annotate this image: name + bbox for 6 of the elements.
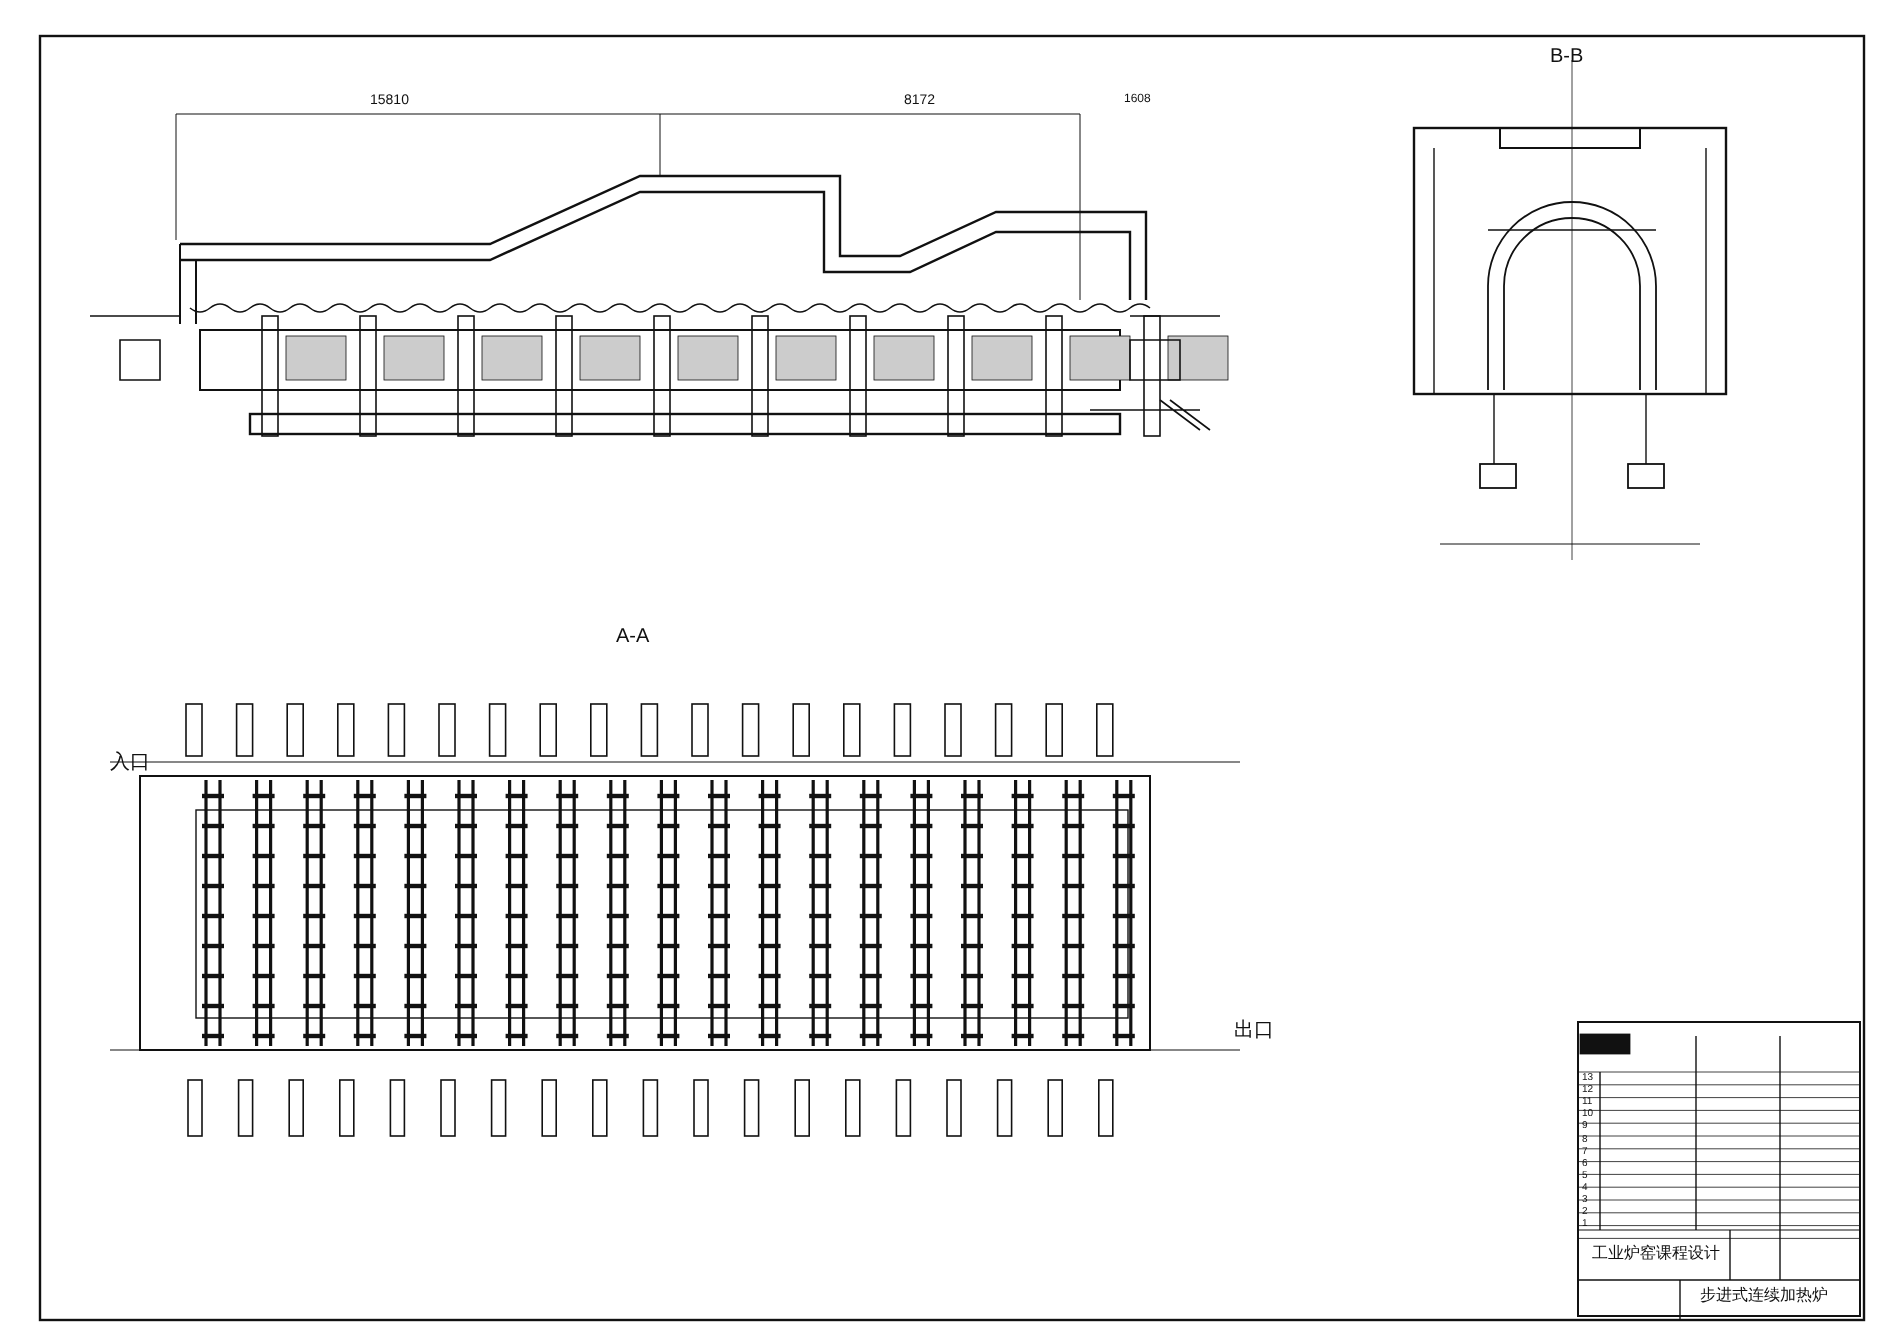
inlet-label: 入口 — [110, 754, 150, 774]
section-title: B-B — [1550, 48, 1584, 68]
section-title: A-A — [616, 628, 650, 648]
project-title: 工业炉窑课程设计 — [1592, 1246, 1720, 1262]
drawing-title: 步进式连续加热炉 — [1700, 1288, 1828, 1304]
outlet-label: 出口 — [1234, 1022, 1274, 1042]
